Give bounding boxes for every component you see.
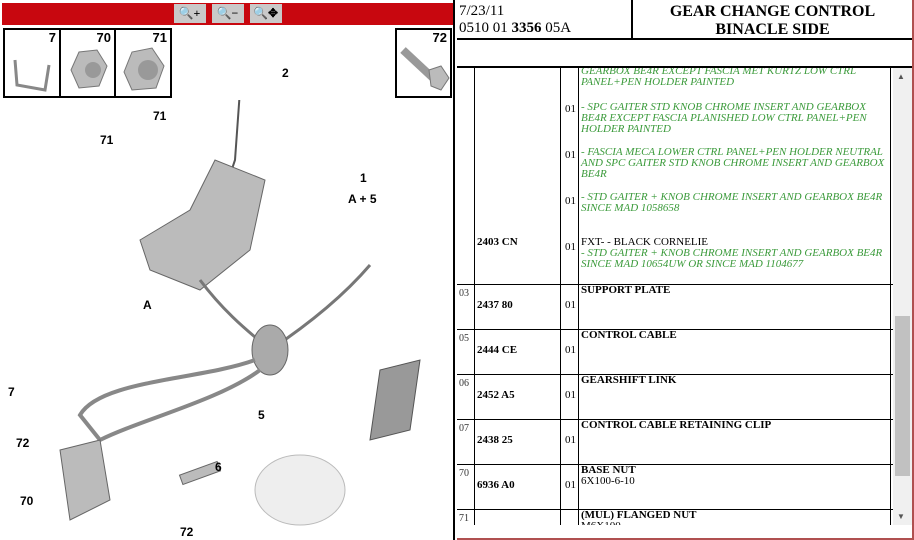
zoom-pan-icon: 🔍: [252, 6, 268, 20]
part-index: 71: [457, 510, 475, 525]
label-70: 70: [20, 494, 34, 508]
part-ref: 2444 CE: [475, 330, 561, 374]
page-title: GEAR CHANGE CONTROL BINACLE SIDE: [669, 3, 876, 38]
part-title: CONTROL CABLE RETAINING CLIP: [581, 419, 772, 431]
label-7: 7: [8, 385, 15, 399]
thumb-part-7[interactable]: 7: [3, 28, 61, 98]
clip-icon: [13, 59, 51, 92]
parts-panel: 7/23/11 0510 01 3356 05A GEAR CHANGE CON…: [457, 0, 914, 540]
part-index: 70: [457, 465, 475, 509]
part-qty: 01: [561, 420, 579, 464]
scrollbar-thumb[interactable]: [895, 316, 910, 476]
scroll-up-icon[interactable]: ▲: [897, 72, 905, 81]
reference-code: 0510 01 3356 05A: [459, 20, 572, 36]
label-5: 5: [258, 408, 265, 422]
thumb-part-71[interactable]: 71: [114, 28, 172, 98]
part-ref: 6936 A0: [475, 465, 561, 509]
part-ref: 6935 A6: [475, 510, 561, 525]
label-a: A: [143, 298, 152, 312]
label-72a: 72: [16, 436, 30, 450]
exploded-diagram: [59, 100, 421, 526]
header-info: 7/23/11 0510 01 3356 05A: [459, 3, 571, 37]
part-index: 07: [457, 420, 475, 464]
screw-icon: [400, 47, 450, 91]
part-title: SUPPORT PLATE: [581, 284, 671, 296]
label-72b: 72: [180, 525, 194, 539]
diagram-panel: 🔍+ 🔍− 🔍✥ 7 70 71 72 2 1 A + 5 A 71 71 5 …: [0, 0, 455, 540]
zoom-out-icon: 🔍: [216, 6, 232, 20]
zoom-in-button[interactable]: 🔍+: [173, 4, 206, 23]
part-qty: 01: [561, 465, 579, 509]
label-71a: 71: [100, 133, 114, 147]
flanged-nut-icon: [123, 47, 165, 91]
part-title: BASE NUT: [581, 464, 636, 476]
label-a-plus-5: A + 5: [348, 192, 377, 206]
scroll-down-icon[interactable]: ▼: [897, 512, 905, 521]
part-qty: 01: [561, 375, 579, 419]
part-ref: 2452 A5: [475, 375, 561, 419]
part-qty: 01: [561, 285, 579, 329]
label-6: 6: [215, 460, 222, 474]
table-row[interactable]: 03 2437 80 01 SUPPORT PLATE: [457, 285, 893, 330]
part-title: (MUL) FLANGED NUT: [581, 509, 697, 521]
part-ref: 2437 80: [475, 285, 561, 329]
zoom-pan-button[interactable]: 🔍✥: [249, 4, 282, 23]
zoom-out-button[interactable]: 🔍−: [211, 4, 244, 23]
part-title: GEARSHIFT LINK: [581, 374, 677, 386]
part-title: CONTROL CABLE: [581, 329, 677, 341]
part-ref: 2403 CN: [475, 68, 561, 284]
table-row[interactable]: 05 2444 CE 01 CONTROL CABLE: [457, 330, 893, 375]
part-spec: 6X100-6-10: [581, 475, 635, 487]
table-row[interactable]: 2403 CN 01 01 01 01 GEARBOX BE4R EXCEPT …: [457, 68, 893, 285]
table-row[interactable]: 07 2438 25 01 CONTROL CABLE RETAINING CL…: [457, 420, 893, 465]
part-index: 05: [457, 330, 475, 374]
part-ref: 2438 25: [475, 420, 561, 464]
thumb-part-72[interactable]: 72: [395, 28, 452, 98]
parts-table: 2403 CN 01 01 01 01 GEARBOX BE4R EXCEPT …: [457, 68, 893, 525]
zoom-toolbar: 🔍+ 🔍− 🔍✥: [2, 3, 453, 25]
table-row[interactable]: 06 2452 A5 01 GEARSHIFT LINK: [457, 375, 893, 420]
nut-icon: [70, 49, 108, 89]
thumb-part-70[interactable]: 70: [59, 28, 116, 98]
date: 7/23/11: [459, 3, 505, 19]
part-qty: 01: [561, 330, 579, 374]
parts-header: 7/23/11 0510 01 3356 05A GEAR CHANGE CON…: [457, 0, 912, 40]
blank-row: [457, 40, 912, 68]
part-qty: 01: [561, 510, 579, 525]
zoom-in-icon: 🔍: [178, 6, 194, 20]
scrollbar[interactable]: ▲ ▼: [893, 68, 912, 525]
label-71b: 71: [153, 109, 167, 123]
label-2: 2: [282, 66, 289, 80]
label-1: 1: [360, 171, 367, 185]
part-spec: M6X100: [581, 521, 890, 526]
table-row[interactable]: 71 6935 A6 01 (MUL) FLANGED NUTM6X100: [457, 510, 893, 525]
part-index: 03: [457, 285, 475, 329]
part-index: 06: [457, 375, 475, 419]
